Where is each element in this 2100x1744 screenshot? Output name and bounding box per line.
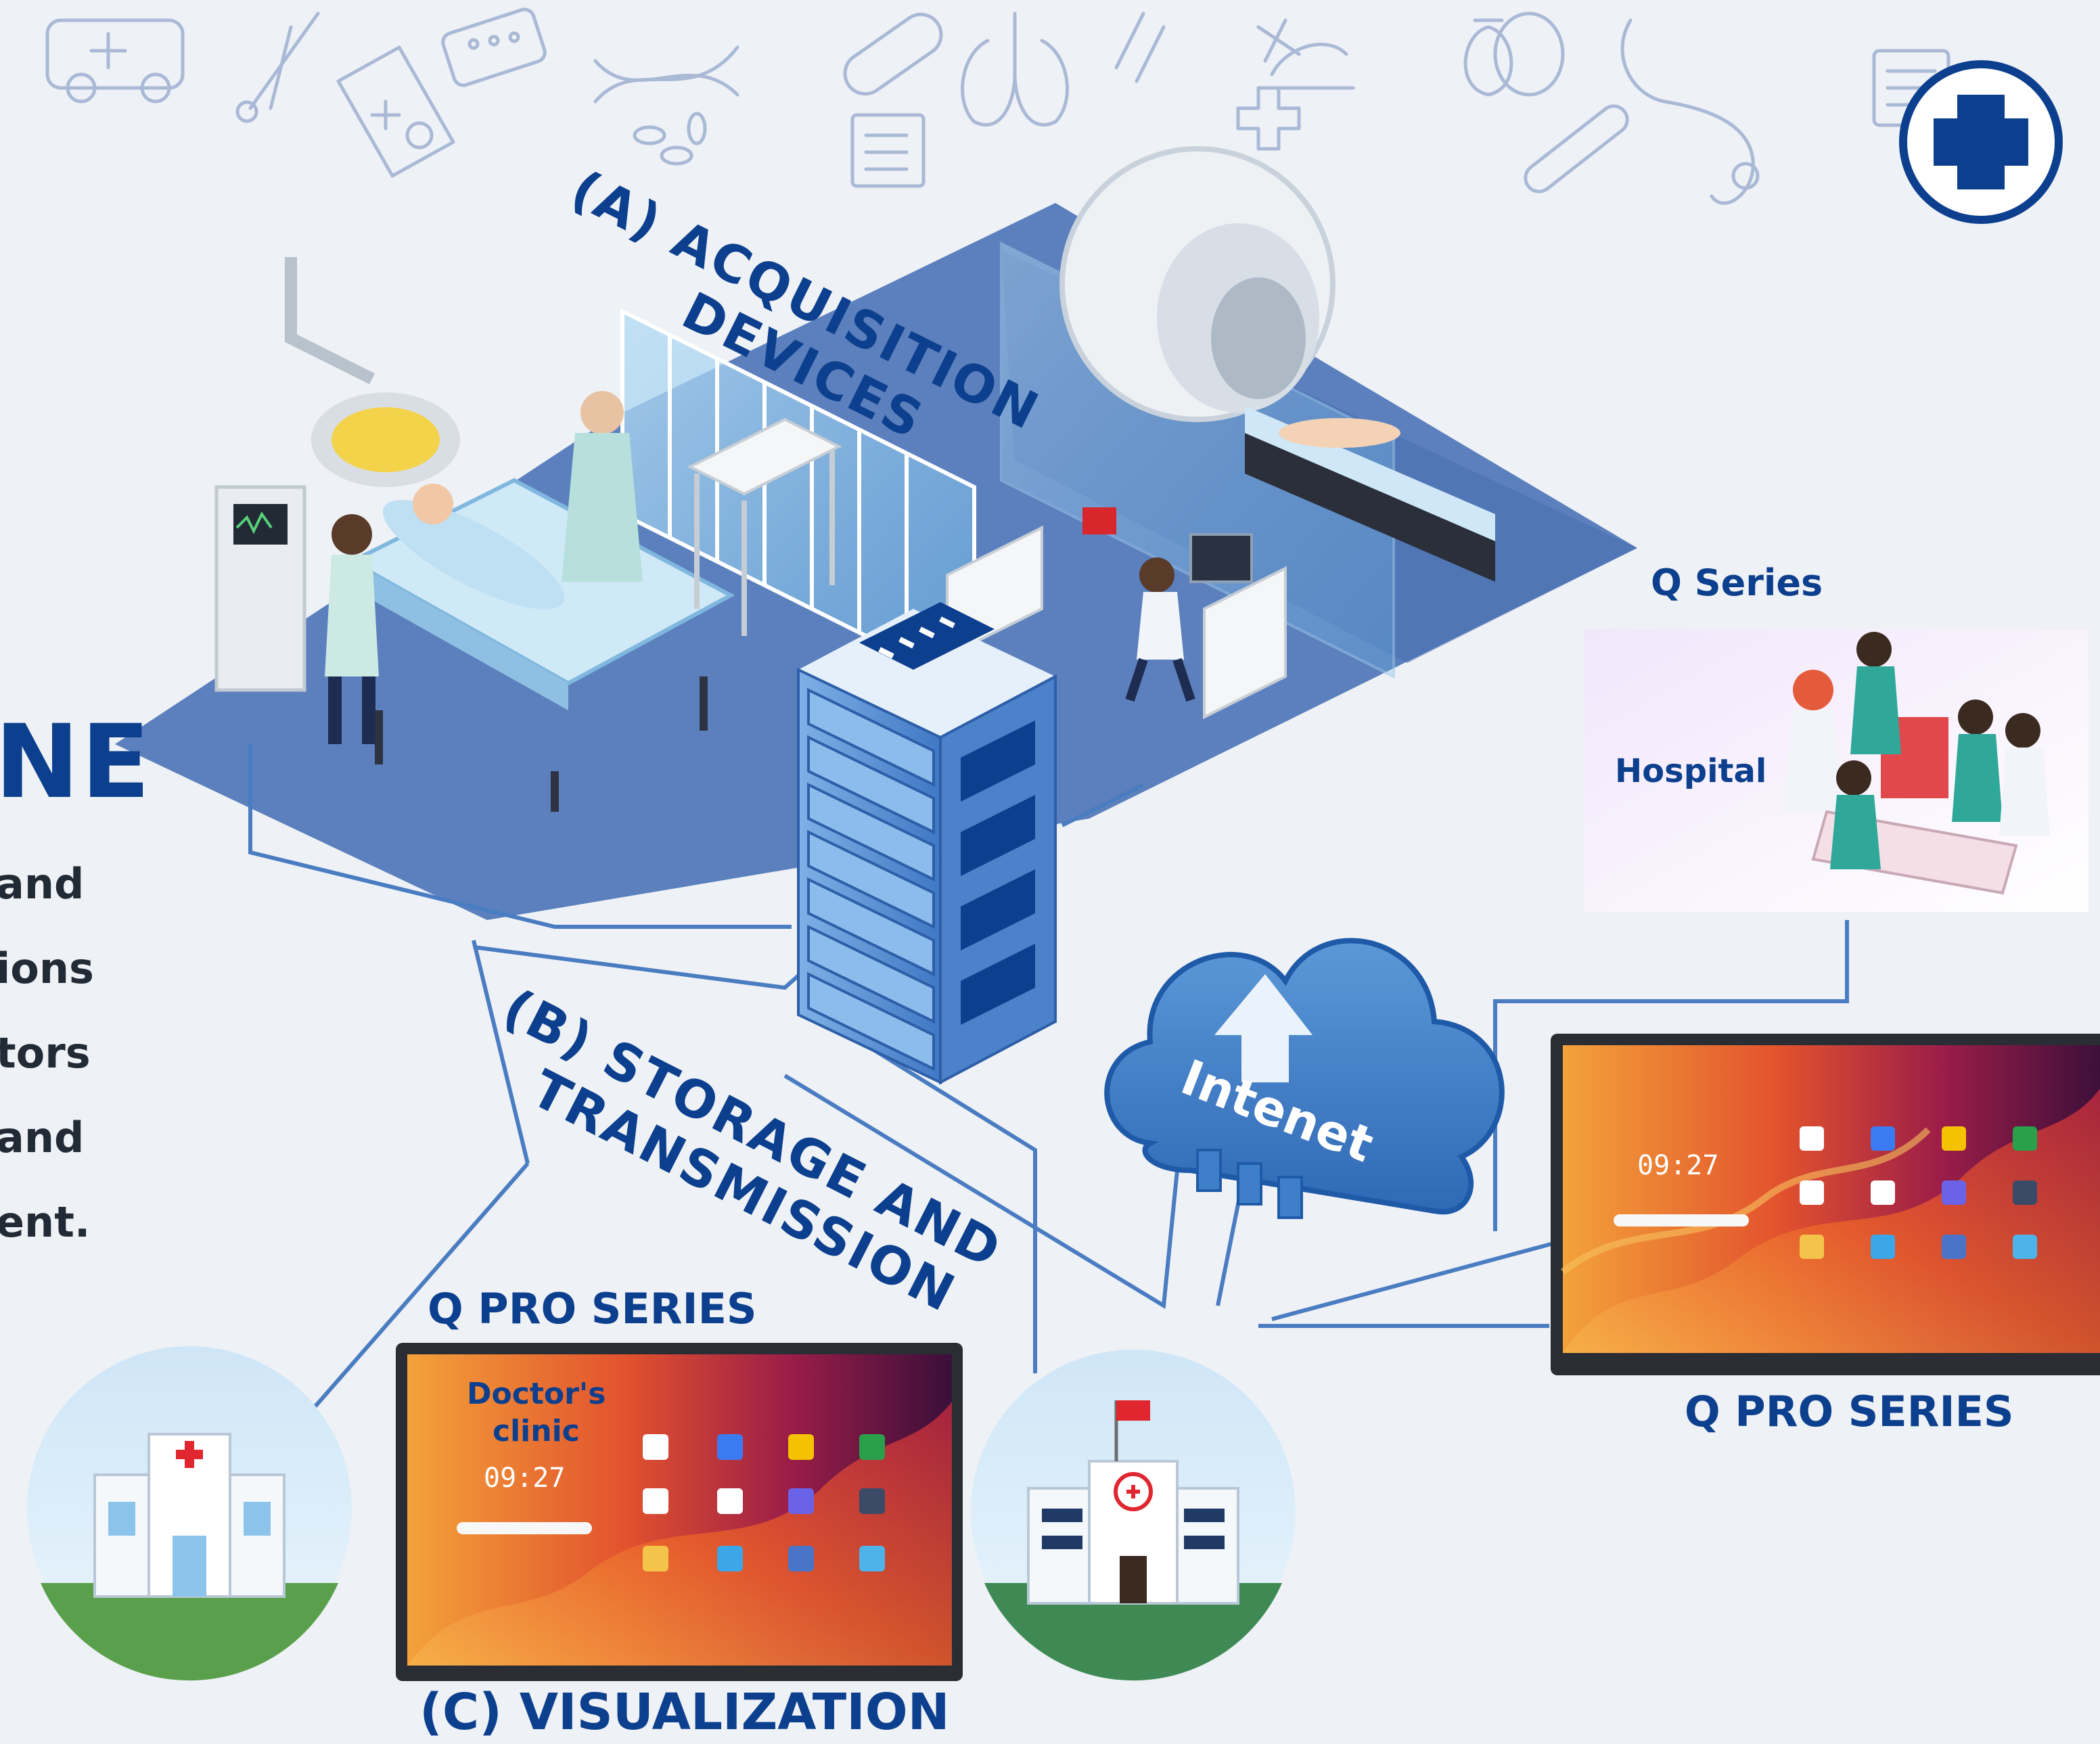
left-display-clock: 09:27 (484, 1463, 566, 1494)
decorative-icon-strip (45, 7, 1950, 205)
pill-pack-icon (441, 7, 547, 87)
operating-table-icon (347, 478, 735, 812)
hospital-icon (971, 1350, 1296, 1681)
pills-icon (633, 112, 707, 166)
body-text-line: ent. (0, 1197, 91, 1247)
microscope-icon (1256, 18, 1355, 90)
syringe-icon (1114, 12, 1166, 83)
body-text-line: tors (0, 1028, 91, 1078)
scissors-icon (235, 12, 320, 123)
stethoscope-icon (1620, 18, 1760, 205)
flask-icon (1463, 12, 1565, 97)
body-text-line: and (0, 1113, 85, 1162)
nurse-figure-icon (325, 514, 379, 744)
left-app-grid (643, 1434, 885, 1571)
surgeon-figure-icon (562, 391, 643, 582)
hospital-staff-illustration-icon (1783, 632, 2050, 895)
lungs-icon (961, 12, 1069, 127)
q-series-label: Q Series (1651, 561, 1823, 604)
technician-workstation-icon (1125, 533, 1287, 720)
medical-bag-icon (336, 45, 455, 178)
right-q-pro-series-label: Q PRO SERIES (1685, 1387, 2014, 1436)
server-icon (797, 602, 1057, 1085)
left-display-title-line1: Doctor's (467, 1377, 606, 1411)
left-display-title-line2: clinic (493, 1414, 580, 1448)
medical-cross-icon (1236, 86, 1301, 151)
body-text-line: and (0, 859, 85, 909)
medical-cross-badge-icon (1899, 60, 2063, 224)
clinic-icon (27, 1346, 352, 1681)
thermometer-icon (1524, 104, 1629, 193)
right-app-grid (1800, 1126, 2037, 1259)
cloud-upload-icon (1104, 938, 1505, 1219)
body-text-line: ions (0, 944, 94, 993)
right-search-bar (1614, 1214, 1749, 1226)
left-display-icon (396, 1343, 963, 1681)
q-series-card (1584, 629, 2088, 912)
visualization-section-label: (C) VISUALIZATION (419, 1683, 950, 1741)
surgical-lamp-icon (285, 257, 460, 487)
q-series-card-text: Hospital (1615, 752, 1767, 790)
left-search-bar (457, 1522, 592, 1534)
left-q-pro-series-label: Q PRO SERIES (428, 1284, 757, 1333)
right-display-clock: 09:27 (1637, 1150, 1719, 1181)
ambulance-icon (45, 18, 185, 104)
document-icon (850, 113, 926, 188)
equipment-cart-icon (687, 417, 842, 636)
dna-icon (593, 45, 739, 104)
monitor-cart-icon (214, 485, 306, 692)
mri-scanner-icon (1059, 146, 1495, 582)
bandage-icon (843, 12, 943, 96)
page-heading-fragment: NE (0, 704, 152, 821)
right-display-icon (1551, 1034, 2100, 1375)
